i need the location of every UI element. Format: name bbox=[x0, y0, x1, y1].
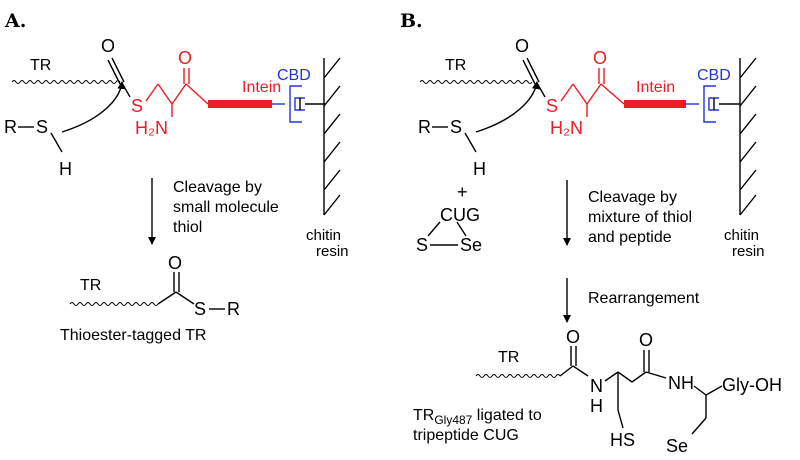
panel-a-cbd-label: CBD bbox=[277, 67, 311, 84]
panel-b-intein-bar bbox=[624, 100, 686, 108]
panel-b-product-c-co2 bbox=[631, 371, 647, 383]
panel-b-cys-bond-2 bbox=[572, 83, 588, 105]
panel-a-amine: H₂N bbox=[135, 118, 168, 138]
panel-b-r: R bbox=[418, 117, 431, 137]
panel-b-thiol-h: H bbox=[473, 159, 486, 179]
panel-b-cleavage-line-2: mixture of thiol bbox=[588, 209, 692, 226]
panel-b-protein-chain bbox=[419, 80, 533, 84]
panel-b-cs-bond bbox=[536, 82, 546, 98]
panel-b: B. TR O S H₂N O Intein CBD bbox=[400, 10, 782, 456]
panel-b-co-bond-2 bbox=[526, 57, 540, 83]
panel-b-ring-s: S bbox=[416, 235, 428, 255]
panel-b-product-n-ca bbox=[604, 371, 619, 382]
panel-a-product-tr: TR bbox=[80, 277, 101, 294]
panel-a-cbd-outer-bracket bbox=[289, 85, 302, 123]
panel-b-cys-bond-1 bbox=[560, 83, 574, 102]
panel-a-product-label: Thioester-tagged TR bbox=[60, 327, 206, 344]
panel-a-chitin-label: chitin bbox=[306, 227, 341, 244]
panel-b-cleavage-line-1: Cleavage by bbox=[588, 189, 677, 206]
panel-b-product-nh2: NH bbox=[668, 373, 694, 393]
panel-a-intein-bar bbox=[208, 100, 272, 108]
panel-b-cys-intein-bond bbox=[600, 83, 625, 105]
panel-a-cleavage-line-1: Cleavage by bbox=[173, 179, 262, 196]
panel-a-co-bond-2 bbox=[111, 57, 125, 83]
panel-b-cys-sulfur: S bbox=[546, 96, 558, 116]
panel-a-red-o: O bbox=[178, 48, 192, 68]
panel-b-product-nh-ca bbox=[693, 385, 707, 396]
panel-a-co-bond-1 bbox=[107, 59, 121, 85]
panel-b-ligated-line-1: TRGly487 ligated to bbox=[413, 407, 542, 427]
panel-b-product-c-nh bbox=[645, 371, 667, 379]
panel-b-sh-bond bbox=[464, 132, 477, 153]
panel-b-product-n1: N bbox=[590, 376, 603, 396]
panel-a-cys-bond-3 bbox=[171, 83, 187, 105]
panel-a-cleavage-line-3: thiol bbox=[173, 219, 202, 236]
panel-b-product-o1: O bbox=[566, 327, 580, 347]
panel-b-resin-label: resin bbox=[732, 243, 765, 260]
panel-a-product-r: R bbox=[227, 299, 240, 319]
panel-a-tr-label: TR bbox=[30, 57, 51, 74]
panel-a-cys-sulfur: S bbox=[131, 96, 143, 116]
panel-b-co-bond-1 bbox=[522, 59, 536, 85]
panel-b-thiol-s: S bbox=[450, 117, 462, 137]
panel-b-chitin-label: chitin bbox=[724, 227, 759, 244]
panel-a-cleavage-line-2: small molecule bbox=[173, 199, 279, 216]
panel-a-thiol-s: S bbox=[36, 117, 48, 137]
panel-b-product-cb-se bbox=[691, 417, 707, 435]
panel-b-product-h1: H bbox=[590, 396, 603, 416]
panel-b-tr-label: TR bbox=[445, 57, 466, 74]
panel-b-resin-hatch bbox=[739, 57, 757, 216]
panel-b-plus: + bbox=[457, 182, 468, 202]
panel-a-cys-bond-2 bbox=[157, 83, 173, 105]
panel-b-product-glyoh: Gly-OH bbox=[722, 375, 782, 395]
panel-a-carbonyl-o: O bbox=[101, 36, 115, 56]
panel-b-product-o2: O bbox=[639, 330, 653, 350]
panel-b-product-ca-gly bbox=[705, 385, 723, 396]
panel-a-sh-bond bbox=[50, 132, 63, 153]
panel-a: A. TR O S H₂N O Intein CBD bbox=[4, 10, 349, 344]
panel-b-product-cb-s bbox=[617, 409, 624, 429]
panel-a-attack-arrow bbox=[61, 81, 126, 133]
panel-b-ring-se: Se bbox=[460, 235, 482, 255]
panel-b-product-ca-c bbox=[617, 371, 633, 383]
panel-b-cbd-label: CBD bbox=[697, 67, 731, 84]
panel-a-cys-intein-bond bbox=[185, 83, 209, 105]
panel-a-thiol-h: H bbox=[59, 159, 72, 179]
panel-a-label: A. bbox=[4, 10, 26, 32]
panel-b-amine: H₂N bbox=[550, 118, 583, 138]
panel-b-cleavage-line-3: and peptide bbox=[588, 229, 672, 246]
panel-b-product-tr: TR bbox=[498, 349, 519, 366]
panel-b-product-se: Se bbox=[666, 436, 688, 456]
panel-a-resin-label: resin bbox=[316, 243, 349, 260]
panel-b-label: B. bbox=[400, 10, 423, 32]
panel-b-product-chain bbox=[475, 374, 561, 378]
panel-b-cug: CUG bbox=[440, 205, 480, 225]
panel-b-ligated-line-2: tripeptide CUG bbox=[413, 427, 519, 444]
panel-a-protein-chain bbox=[11, 80, 121, 84]
panel-a-product-o: O bbox=[168, 253, 182, 273]
panel-a-product-bond-1 bbox=[157, 291, 177, 305]
panel-b-red-o: O bbox=[593, 48, 607, 68]
panel-b-product-cn-bond bbox=[572, 365, 589, 377]
panel-a-resin-hatch bbox=[323, 57, 341, 216]
panel-b-attack-arrow bbox=[475, 81, 540, 133]
panel-b-ring-bond-1 bbox=[427, 221, 441, 237]
panel-b-intein-label: Intein bbox=[636, 79, 675, 96]
panel-b-cys-bond-3 bbox=[586, 83, 602, 105]
panel-b-rearrangement-label: Rearrangement bbox=[588, 290, 700, 307]
panel-b-product-bond-1 bbox=[559, 365, 574, 377]
panel-a-product-cs-bond bbox=[175, 291, 195, 305]
panel-b-carbonyl-o: O bbox=[515, 36, 529, 56]
panel-a-r: R bbox=[4, 117, 17, 137]
panel-a-cs-bond bbox=[121, 82, 131, 98]
panel-b-product-hs: HS bbox=[610, 430, 635, 450]
panel-a-product-chain bbox=[69, 302, 159, 306]
panel-a-product-s: S bbox=[194, 299, 206, 319]
panel-b-cbd-outer-bracket bbox=[703, 85, 716, 123]
panel-a-intein-label: Intein bbox=[242, 79, 281, 96]
panel-b-ring-bond-2 bbox=[456, 221, 467, 237]
panel-a-cys-bond-1 bbox=[145, 83, 159, 102]
